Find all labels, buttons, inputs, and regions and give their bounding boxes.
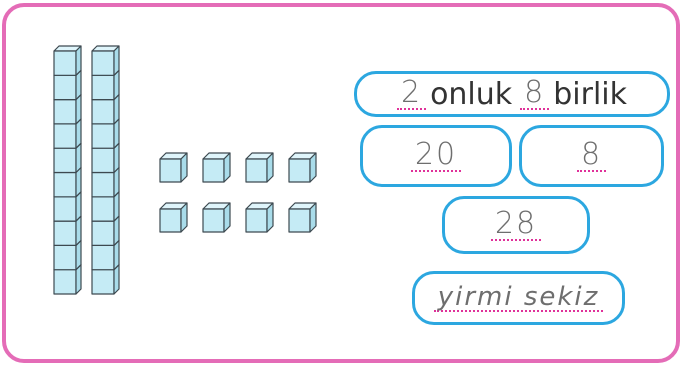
unit-cube (246, 203, 273, 232)
number-answer: 28 (491, 209, 541, 241)
tens-rod (92, 46, 119, 294)
rod-cube (54, 46, 81, 75)
tens-word: onluk (430, 77, 512, 112)
unit-cube (160, 203, 187, 232)
tens-rod (54, 46, 81, 294)
number-box: 28 (442, 196, 590, 254)
ones-cubes (160, 153, 316, 232)
tens-rods (54, 46, 119, 294)
unit-cube (289, 203, 316, 232)
unit-cube (246, 153, 273, 182)
ones-amount-box: 8 (519, 125, 664, 187)
unit-cube (203, 153, 230, 182)
unit-cube (289, 153, 316, 182)
unit-cube (160, 153, 187, 182)
tens-count-answer: 2 (397, 78, 426, 110)
ones-word: birlik (553, 77, 627, 112)
tens-amount-box: 20 (360, 125, 512, 187)
number-words-box: yirmi sekiz (412, 271, 625, 325)
ones-amount-answer: 8 (577, 140, 606, 172)
place-value-sentence: 2 onluk 8 birlik (354, 71, 670, 117)
unit-cube (203, 203, 230, 232)
tens-amount-answer: 20 (411, 140, 461, 172)
ones-count-answer: 8 (520, 78, 549, 110)
number-words-answer: yirmi sekiz (434, 284, 604, 312)
rod-cube (92, 46, 119, 75)
